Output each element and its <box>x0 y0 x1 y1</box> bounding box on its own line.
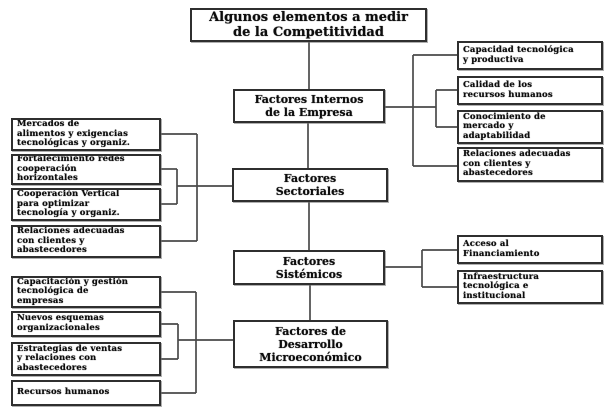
node-nuevos-esquemas: Nuevos esquemas organizacionales <box>11 311 161 337</box>
node-label: Estrategias de ventas y relaciones con a… <box>17 343 123 373</box>
connector-central-chain <box>307 42 311 320</box>
node-label: Relaciones adecuadas con clientes y abas… <box>463 149 571 179</box>
connector-desarrollo-bracket <box>161 291 233 394</box>
node-label: Acceso al Financiamiento <box>463 238 540 259</box>
diagram-title-label: Algunos elementos a medir de la Competit… <box>209 9 408 40</box>
node-label: Conocimiento de mercado y adaptabilidad <box>463 111 546 141</box>
node-label: Infraestructura tecnológica e institucio… <box>463 271 540 301</box>
node-label: Relaciones adecuadas con clientes y abas… <box>17 226 125 256</box>
node-label: Fortalecimiento redes cooperación horizo… <box>17 154 125 184</box>
node-relaciones-adecuadas-right: Relaciones adecuadas con clientes y abas… <box>457 147 603 182</box>
connector-sectoriales-bracket <box>161 133 233 242</box>
node-label: Cooperación Vertical para optimizar tecn… <box>17 189 120 219</box>
node-recursos-humanos: Recursos humanos <box>11 380 161 406</box>
node-factores-internos: Factores Internos de la Empresa <box>233 89 385 123</box>
node-label: Factores Sistémicos <box>275 254 343 281</box>
node-factores-sistemicos: Factores Sistémicos <box>233 250 385 285</box>
node-capacidad-tecnologica: Capacidad tecnológica y productiva <box>457 41 603 70</box>
node-calidad-recursos-humanos: Calidad de los recursos humanos <box>457 76 603 105</box>
node-relaciones-adecuadas-left: Relaciones adecuadas con clientes y abas… <box>11 225 161 258</box>
node-label: Mercados de alimentos y exigencias tecno… <box>17 119 130 149</box>
node-label: Factores Sectoriales <box>275 172 345 198</box>
node-estrategias-ventas: Estrategias de ventas y relaciones con a… <box>11 342 161 376</box>
node-label: Capacidad tecnológica y productiva <box>463 44 574 65</box>
connector-internos-bracket <box>385 54 457 167</box>
node-fortalecimiento-redes: Fortalecimiento redes cooperación horizo… <box>11 154 161 185</box>
node-label: Recursos humanos <box>17 387 110 398</box>
node-label: Factores Internos de la Empresa <box>254 93 364 119</box>
node-infraestructura: Infraestructura tecnológica e institucio… <box>457 270 603 304</box>
diagram-title: Algunos elementos a medir de la Competit… <box>190 8 427 42</box>
node-mercados-alimentos: Mercados de alimentos y exigencias tecno… <box>11 118 161 151</box>
connector-sistemicos-bracket <box>385 249 457 288</box>
node-label: Nuevos esquemas organizacionales <box>17 313 104 333</box>
node-label: Capacitación y gestión tecnológica de em… <box>17 276 129 306</box>
node-cooperacion-vertical: Cooperación Vertical para optimizar tecn… <box>11 188 161 221</box>
node-capacitacion-gestion: Capacitación y gestión tecnológica de em… <box>11 276 161 308</box>
node-conocimiento-mercado: Conocimiento de mercado y adaptabilidad <box>457 110 603 144</box>
node-factores-desarrollo: Factores de Desarrollo Microeconómico <box>233 320 388 368</box>
node-factores-sectoriales: Factores Sectoriales <box>232 168 388 202</box>
node-label: Calidad de los recursos humanos <box>463 79 553 100</box>
node-acceso-financiamiento: Acceso al Financiamiento <box>457 235 603 264</box>
node-label: Factores de Desarrollo Microeconómico <box>259 324 362 364</box>
